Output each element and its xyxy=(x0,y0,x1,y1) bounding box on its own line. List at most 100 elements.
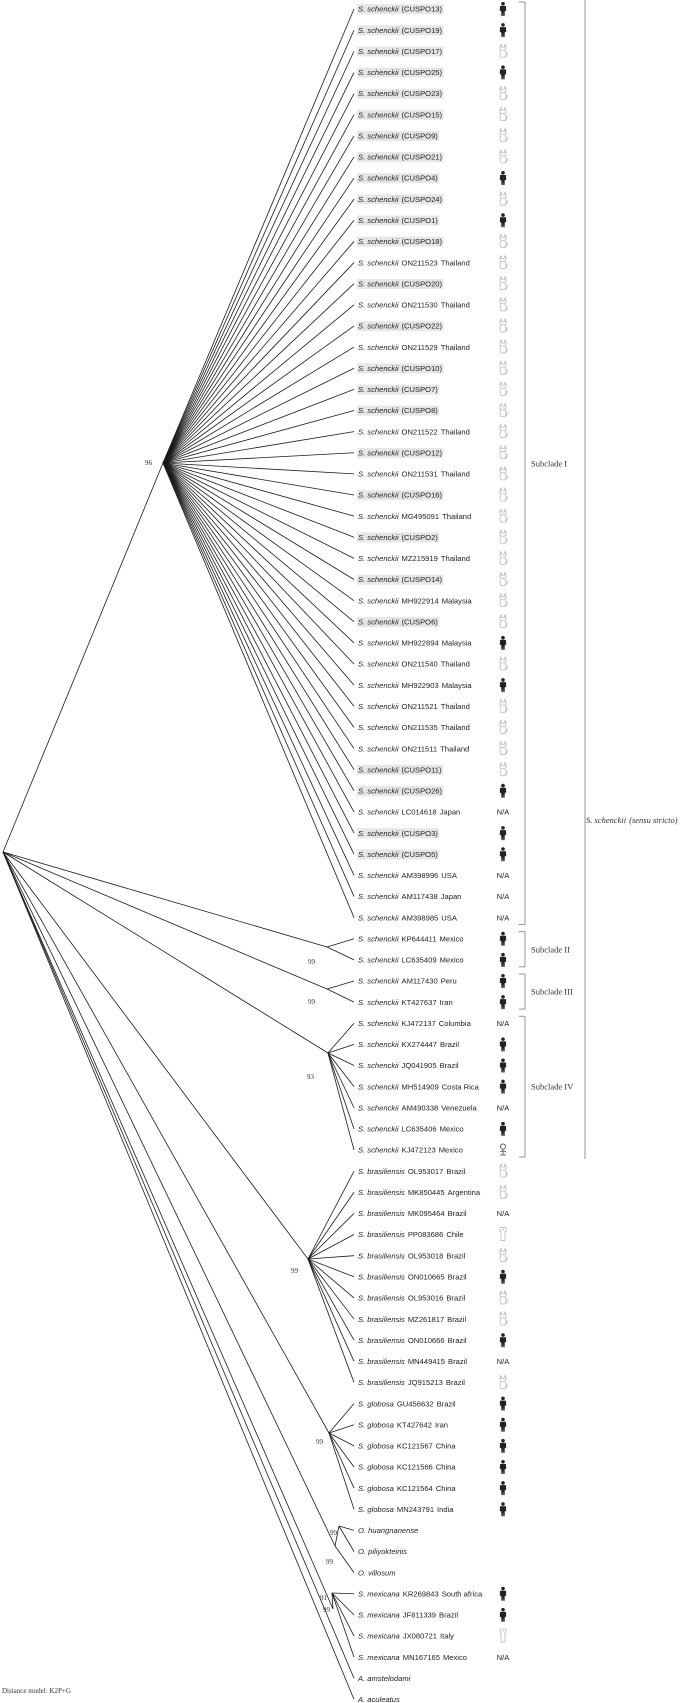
branch-tip xyxy=(162,462,355,749)
branch-tip xyxy=(327,1052,355,1151)
strain-id: MH922894 xyxy=(402,639,439,648)
strain-id: AM117438 xyxy=(402,892,438,901)
cat-host-icon xyxy=(499,1374,508,1389)
cat-host-icon xyxy=(499,1290,508,1305)
strain-id: ON211530 xyxy=(402,301,438,310)
species-name: S. schenckii xyxy=(358,639,399,648)
strain-id: (CUSPO12) xyxy=(402,448,443,457)
species-name: S. schenckii xyxy=(358,470,399,479)
strain-id: KJ472137 xyxy=(402,1019,436,1028)
species-name: S. schenckii xyxy=(358,1125,399,1134)
bootstrap-value-ophiostoma-a: 99 xyxy=(330,1529,338,1537)
species-name: S. schenckii xyxy=(358,977,399,986)
branch-tip xyxy=(162,135,355,464)
strain-id: MG495091 xyxy=(402,512,440,521)
country: Thailand xyxy=(440,744,469,753)
human-host-icon xyxy=(499,1396,507,1411)
country: Mexico xyxy=(439,934,463,943)
human-host-icon xyxy=(499,1269,507,1284)
species-name: S. schenckii xyxy=(358,216,399,225)
strain-id: KJ472123 xyxy=(402,1146,436,1155)
isolate-highlight xyxy=(357,764,443,775)
host-icon-layer: N/AN/AN/AN/AN/AN/AN/AN/AN/A xyxy=(497,2,510,1662)
branch-ophiostoma-inner xyxy=(334,1525,340,1547)
species-name: S. schenckii xyxy=(358,808,399,817)
country: South africa xyxy=(442,1589,483,1598)
strain-id: (CUSPO16) xyxy=(402,491,443,500)
species-name: S. schenckii xyxy=(358,744,399,753)
country: Iran xyxy=(440,998,453,1007)
cat-host-icon xyxy=(499,381,508,396)
strain-id: LC635406 xyxy=(402,1125,437,1134)
taxon-label: S. schenckii(CUSPO14) xyxy=(358,575,443,584)
cat-host-icon xyxy=(499,487,508,502)
country: Thailand xyxy=(441,723,470,732)
species-name: S. schenckii xyxy=(358,913,399,922)
taxon-label: S. schenckii(CUSPO6) xyxy=(358,617,438,626)
strain-id: MZ261817 xyxy=(408,1315,444,1324)
taxon-label: S. schenckii(CUSPO15) xyxy=(358,110,443,119)
branch-tip xyxy=(162,462,355,813)
species-name: S. schenckii xyxy=(358,850,399,859)
species-name: S. schenckii xyxy=(358,322,399,331)
country: Malaysia xyxy=(442,681,473,690)
cat-host-icon xyxy=(499,127,508,143)
species-name: S. schenckii xyxy=(358,174,399,183)
species-name: S. globosa xyxy=(358,1399,394,1408)
cat-host-icon xyxy=(499,698,508,713)
species-name: S. schenckii xyxy=(358,343,399,352)
strain-id: KC121564 xyxy=(397,1484,433,1493)
species-name: S. brasiliensis xyxy=(358,1357,405,1366)
branch-tip xyxy=(334,1545,355,1573)
human-host-icon xyxy=(499,783,507,798)
taxon-label: S. schenckii(CUSPO10) xyxy=(358,364,443,373)
species-name: S. schenckii xyxy=(358,617,399,626)
isolate-highlight xyxy=(357,490,444,501)
branch-tip xyxy=(162,462,355,665)
species-name: S. brasiliensis xyxy=(358,1209,405,1218)
country: Thailand xyxy=(441,343,470,352)
species-name: S. schenckii xyxy=(358,512,399,521)
strain-id: (CUSPO20) xyxy=(402,279,443,288)
strain-id: MZ215919 xyxy=(402,554,438,563)
country: Mexico xyxy=(440,956,464,965)
strain-id: (CUSPO18) xyxy=(402,237,443,246)
branch-tip xyxy=(162,283,355,464)
human-host-icon xyxy=(499,995,507,1010)
strain-id: ON211529 xyxy=(402,343,438,352)
branch-tip xyxy=(331,1592,355,1616)
country: Japan xyxy=(441,892,462,901)
strain-id: KT427637 xyxy=(402,998,437,1007)
taxon-label: S. schenckii(CUSPO26) xyxy=(358,787,443,796)
species-name: S. mexicana xyxy=(358,1611,400,1620)
taxon-label: S. schenckii(CUSPO13) xyxy=(358,5,443,14)
cat-host-icon xyxy=(499,254,508,269)
strain-id: KT427642 xyxy=(397,1420,432,1429)
taxon-label: A. aculeatus xyxy=(357,1695,400,1703)
isolate-highlight xyxy=(357,173,440,184)
species-name: O. huangnanense xyxy=(358,1526,418,1535)
branch-tip xyxy=(307,1192,355,1260)
branch-tip xyxy=(331,1592,355,1637)
strain-id: (CUSPO5) xyxy=(402,850,439,859)
strain-id: ON211535 xyxy=(402,723,438,732)
human-host-icon xyxy=(499,1502,507,1517)
cat-host-icon xyxy=(499,423,508,439)
strain-id: AM490338 xyxy=(402,1103,439,1112)
strain-id: (CUSPO19) xyxy=(402,26,443,35)
species-name: S. schenckii xyxy=(358,787,399,796)
strain-id: LC635409 xyxy=(402,956,437,965)
species-name: S. schenckii xyxy=(358,892,399,901)
strain-id: JX080721 xyxy=(403,1632,437,1641)
